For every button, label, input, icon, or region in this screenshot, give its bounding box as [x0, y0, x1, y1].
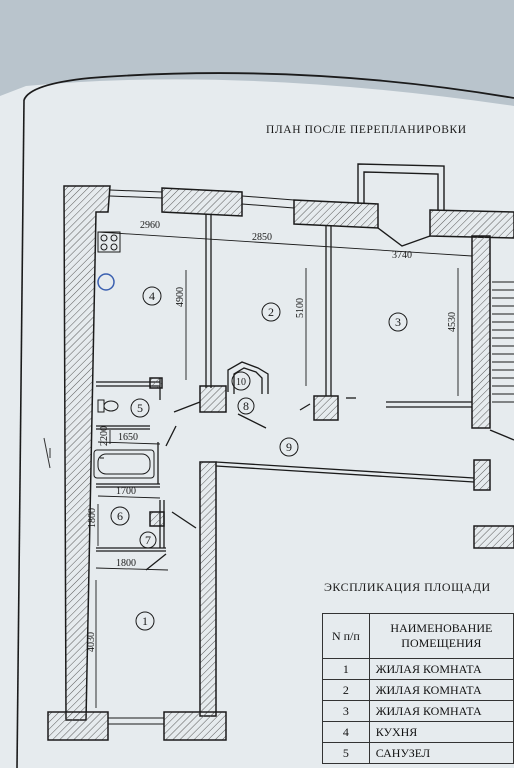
- stair-railing: [489, 429, 514, 441]
- row-number: 4: [322, 721, 370, 743]
- dim-room4-width: 2960: [140, 220, 160, 231]
- room-number-5: 5: [130, 398, 150, 418]
- header-number: N п/п: [322, 613, 370, 659]
- inner-wall-corner: [473, 525, 514, 549]
- top-wall-segment: [429, 209, 514, 239]
- walls: [47, 185, 514, 741]
- outer-wall-bottom-right: [163, 711, 227, 741]
- bay-window: [357, 163, 445, 247]
- dim-bath-width: 1650: [118, 432, 138, 443]
- room-number-10: 10: [231, 371, 251, 391]
- svg-text:10: 10: [236, 377, 246, 388]
- row-number: 2: [322, 679, 370, 701]
- row-room-name: ЖИЛАЯ КОМНАТА: [368, 658, 514, 680]
- bathtub-icon: [93, 449, 155, 479]
- outer-wall-bottom-left: [47, 711, 109, 741]
- row-room-name: САНУЗЕЛ: [368, 742, 514, 764]
- svg-text:2: 2: [268, 305, 274, 319]
- room-number-6: 6: [110, 506, 130, 526]
- dimension-lines: [95, 231, 473, 708]
- dim-room5-height: 2200: [99, 426, 110, 446]
- dim-room7-width: 1800: [116, 558, 136, 569]
- svg-text:5: 5: [137, 401, 143, 415]
- row-number: 5: [322, 742, 370, 764]
- row-room-name: ЖИЛАЯ КОМНАТА: [368, 700, 514, 722]
- dim-room6-width: 1700: [116, 486, 136, 497]
- row-room-name: КУХНЯ: [368, 721, 514, 743]
- row-number: 3: [322, 700, 370, 722]
- inner-wall-room1: [199, 461, 217, 717]
- columns: [149, 377, 339, 527]
- toilet-icon: [97, 399, 119, 413]
- dim-room4-height: 4900: [175, 287, 186, 307]
- row-number: 1: [322, 658, 370, 680]
- table-header-row: N п/п НАИМЕНОВАНИЕ ПОМЕЩЕНИЯ: [322, 613, 514, 659]
- frame-left-line: [16, 99, 25, 768]
- dim-room1-height: 4030: [86, 632, 97, 652]
- header-room-name: НАИМЕНОВАНИЕ ПОМЕЩЕНИЯ: [368, 613, 514, 659]
- room-number-9: 9: [279, 437, 299, 457]
- table-row: 2 ЖИЛАЯ КОМНАТА: [322, 679, 514, 701]
- dim-room6-height: 1800: [87, 508, 98, 528]
- table-row: 4 КУХНЯ: [322, 721, 514, 743]
- table-row: 1 ЖИЛАЯ КОМНАТА: [322, 658, 514, 680]
- svg-text:8: 8: [243, 399, 249, 413]
- dim-room2-width: 2850: [252, 232, 272, 243]
- top-wall-segment: [293, 199, 379, 229]
- explication-title: ЭКСПЛИКАЦИЯ ПЛОЩАДИ: [324, 580, 491, 594]
- table-row: 3 ЖИЛАЯ КОМНАТА: [322, 700, 514, 722]
- top-wall-segment: [161, 187, 243, 217]
- header-room-name-line1: НАИМЕНОВАНИЕ: [390, 621, 493, 635]
- svg-text:6: 6: [117, 509, 123, 523]
- room-number-7: 7: [139, 531, 157, 549]
- svg-text:7: 7: [145, 533, 151, 547]
- room-number-4: 4: [142, 286, 162, 306]
- inner-wall-right-lower: [473, 459, 491, 491]
- dim-room2-height: 5100: [295, 298, 306, 318]
- room-number-1: 1: [135, 611, 155, 631]
- room-number-3: 3: [388, 312, 408, 332]
- dim-room3-width: 3740: [392, 250, 412, 261]
- svg-text:3: 3: [395, 315, 401, 329]
- explication-table: N п/п НАИМЕНОВАНИЕ ПОМЕЩЕНИЯ 1 ЖИЛАЯ КОМ…: [322, 613, 514, 764]
- sink-icon: [97, 273, 115, 291]
- svg-text:4: 4: [149, 289, 155, 303]
- room-number-8: 8: [237, 397, 255, 415]
- staircase: [492, 281, 514, 403]
- stove-icon: [97, 231, 121, 253]
- inner-wall-right: [471, 235, 491, 429]
- row-room-name: ЖИЛАЯ КОМНАТА: [368, 679, 514, 701]
- dim-room3-height: 4530: [447, 312, 458, 332]
- axis-mark: [43, 437, 51, 469]
- header-room-name-line2: ПОМЕЩЕНИЯ: [401, 636, 482, 650]
- table-row: 5 САНУЗЕЛ: [322, 742, 514, 764]
- window-lines: [108, 189, 295, 725]
- plan-title: ПЛАН ПОСЛЕ ПЕРЕПЛАНИРОВКИ: [266, 124, 467, 136]
- room-number-2: 2: [261, 302, 281, 322]
- frame-line: [23, 72, 514, 101]
- svg-text:1: 1: [142, 614, 148, 628]
- svg-text:9: 9: [286, 440, 292, 454]
